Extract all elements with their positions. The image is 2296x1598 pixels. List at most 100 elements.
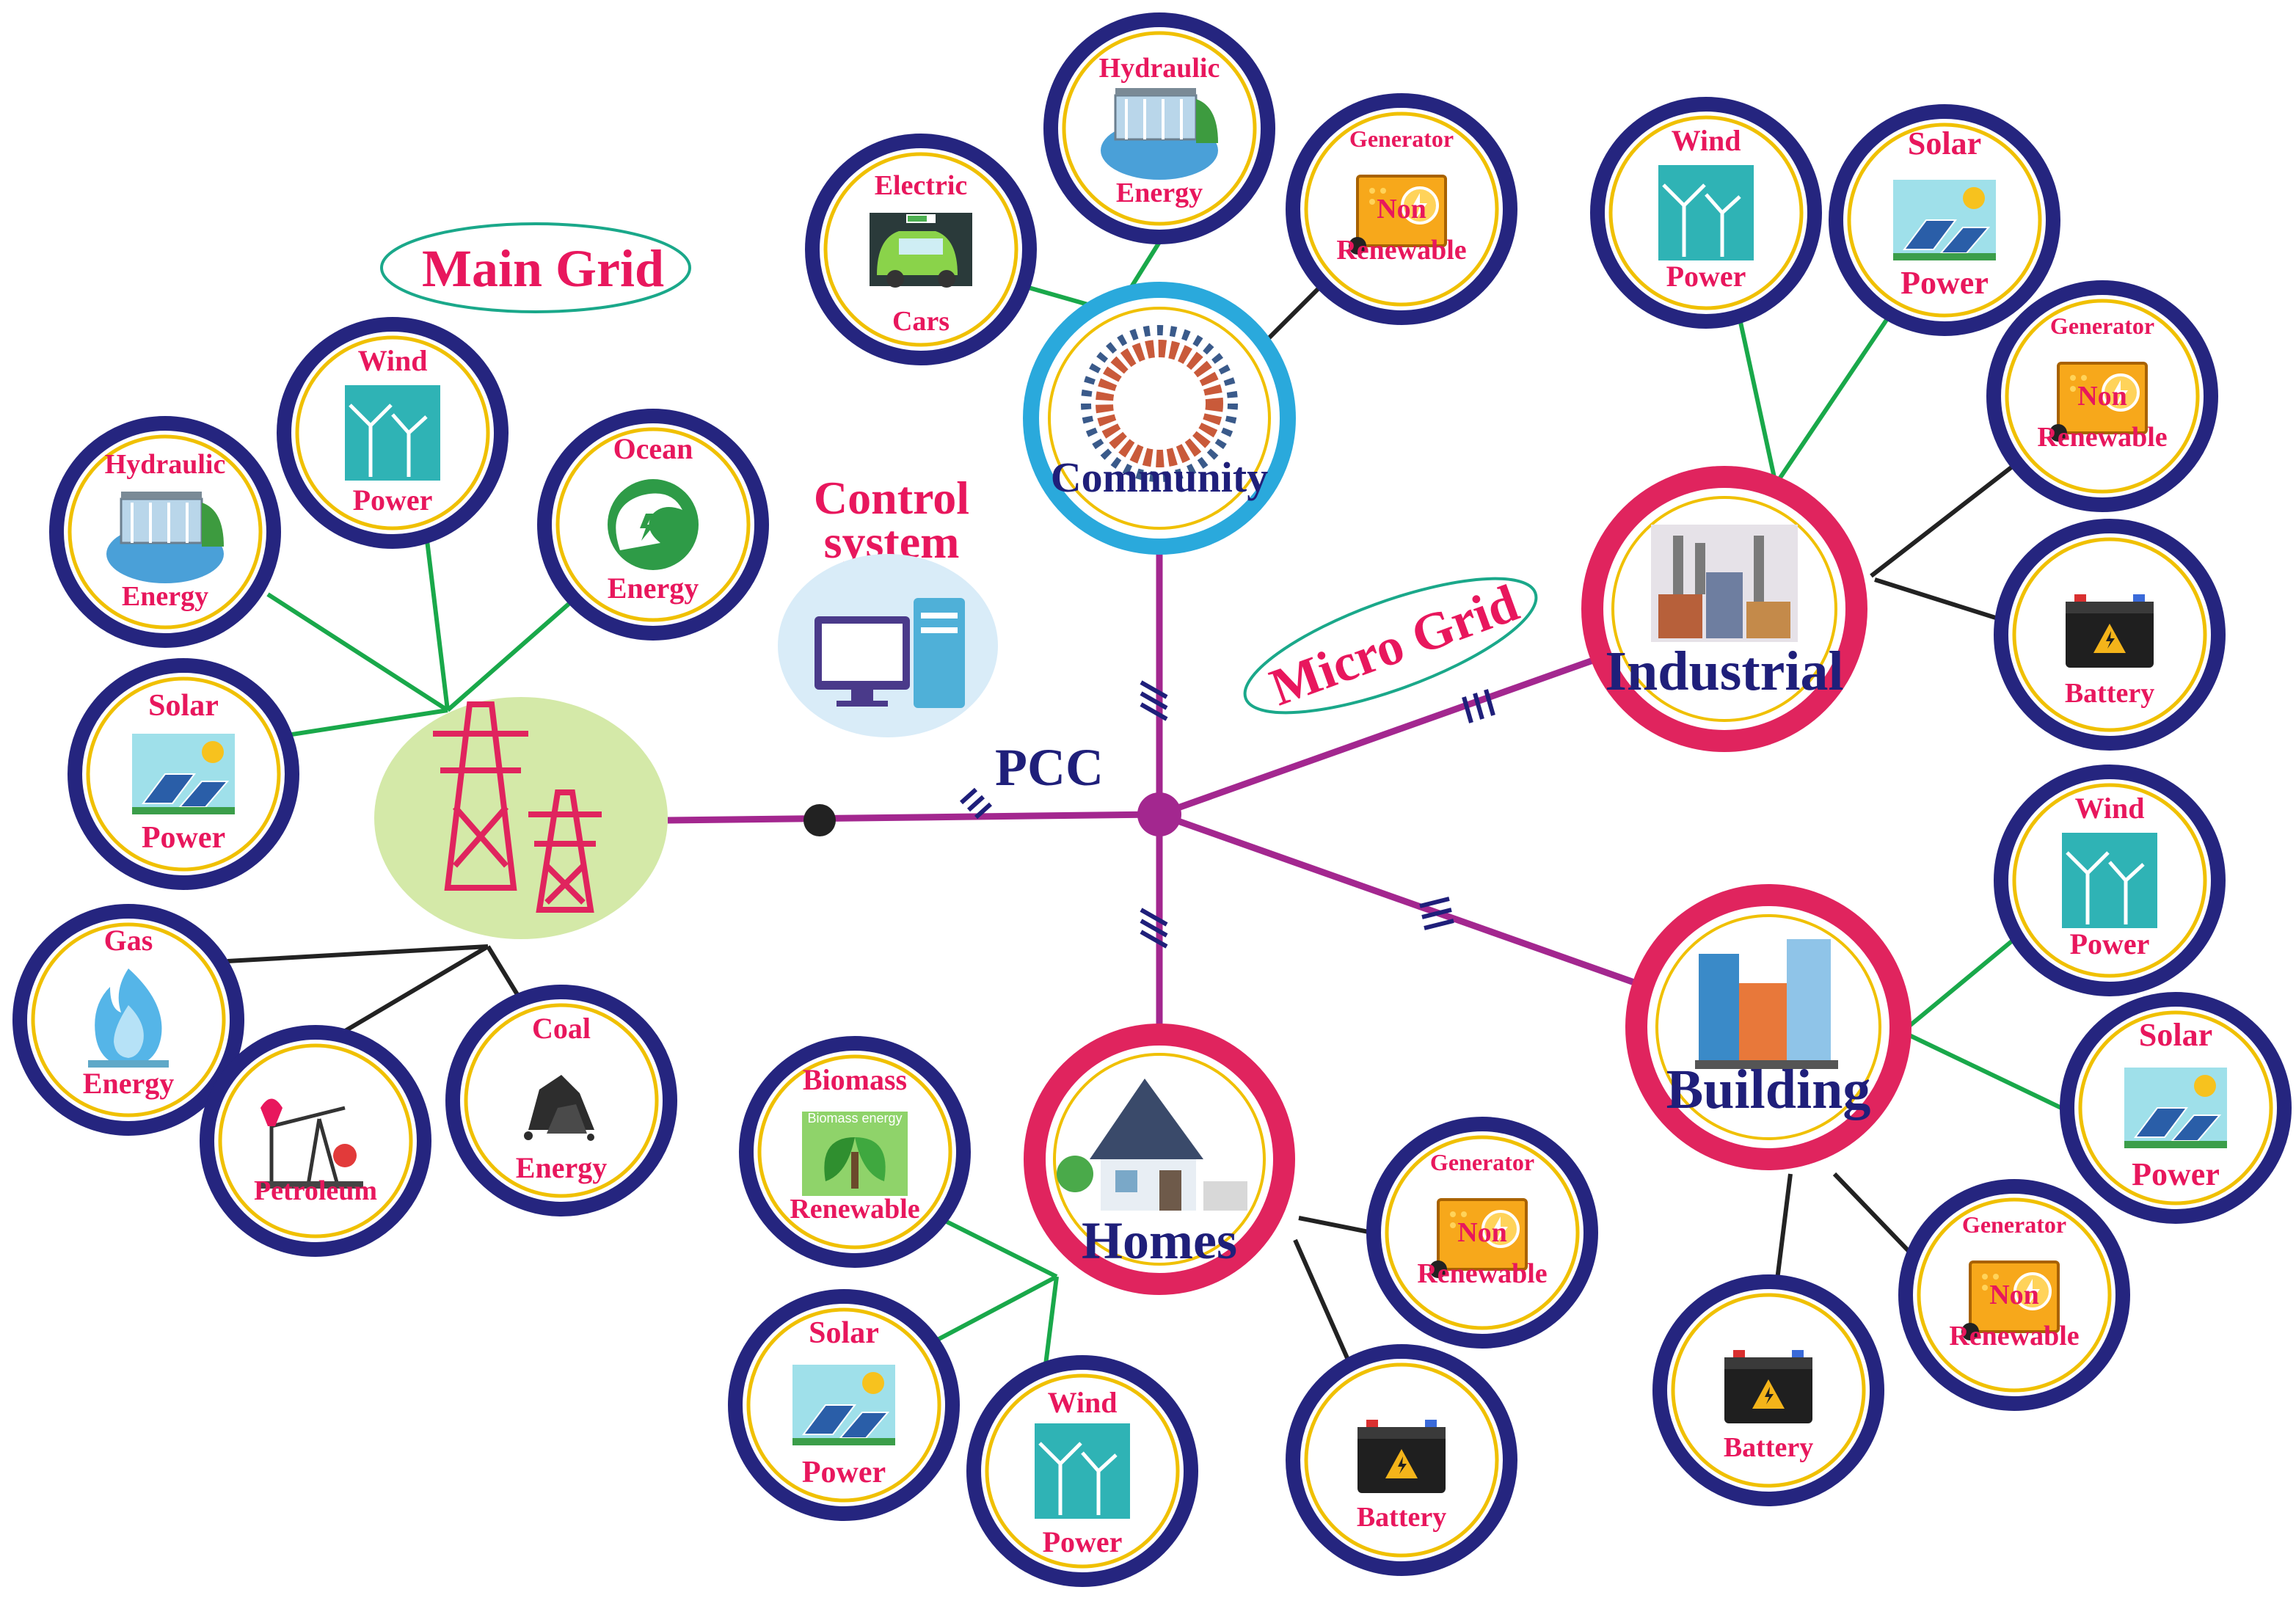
wind-turbine-icon [1658, 165, 1754, 260]
svg-text:Non: Non [1377, 194, 1426, 225]
svg-text:Non: Non [1457, 1217, 1507, 1248]
svg-text:Hydraulic: Hydraulic [105, 449, 226, 480]
homes-hub: Homes [1024, 1024, 1295, 1295]
svg-text:Solar: Solar [1908, 125, 1981, 161]
svg-text:Generator: Generator [2050, 313, 2154, 339]
svg-text:Renewable: Renewable [790, 1194, 919, 1225]
wind-turbine-icon [345, 385, 440, 481]
svg-text:Energy: Energy [1116, 178, 1203, 208]
svg-text:Renewable: Renewable [2037, 422, 2167, 453]
node-ind-battery: Battery [2001, 526, 2218, 743]
node-main-coal: Coal Energy [453, 992, 670, 1209]
svg-text:Control: Control [814, 472, 969, 524]
biomass-image-caption: Biomass energy [807, 1111, 902, 1125]
node-home-wind: Wind Power [974, 1362, 1191, 1580]
connection-lines [227, 241, 2078, 1395]
svg-text:Energy: Energy [122, 581, 208, 612]
svg-text:Hydraulic: Hydraulic [1099, 53, 1220, 84]
node-home-solar: Solar Power [735, 1296, 952, 1514]
svg-text:Cars: Cars [892, 306, 950, 337]
node-ind-generator: Generator Non Renewable [1994, 288, 2211, 505]
node-main-wind: Wind Power [284, 324, 501, 541]
node-main-hydraulic: Hydraulic Energy [57, 423, 274, 641]
node-main-petroleum: Petroleum [207, 1032, 424, 1249]
svg-text:Wind: Wind [1048, 1386, 1118, 1419]
homes-label: Homes [1082, 1211, 1237, 1270]
battery-icon [1724, 1350, 1812, 1423]
node-main-gas: Gas Energy [20, 911, 237, 1128]
svg-text:Wind: Wind [2075, 792, 2145, 825]
node-comm-hydraulic: Hydraulic Energy [1051, 20, 1268, 237]
node-bld-solar: Solar Power [2067, 999, 2284, 1216]
power-tower-icon [433, 701, 602, 913]
battery-icon [2066, 594, 2154, 668]
electric-car-icon [870, 213, 972, 288]
svg-text:Renewable: Renewable [1417, 1258, 1547, 1289]
svg-text:Energy: Energy [83, 1067, 174, 1100]
node-main-solar: Solar Power [75, 665, 292, 883]
svg-text:Power: Power [2132, 1156, 2220, 1192]
svg-text:Power: Power [1043, 1525, 1123, 1558]
computer-icon [778, 554, 998, 737]
svg-text:Generator: Generator [1349, 125, 1454, 152]
node-comm-generator: Generator Non Renewable [1293, 101, 1510, 318]
svg-text:Power: Power [2070, 927, 2150, 960]
svg-text:Renewable: Renewable [1949, 1321, 2079, 1351]
industrial-hub: Industrial [1581, 466, 1867, 752]
house-icon [1057, 1079, 1247, 1211]
svg-text:Non: Non [2077, 381, 2127, 412]
building-label: Building [1666, 1059, 1871, 1120]
node-home-biomass: Biomass energy Biomass Renewable [746, 1043, 963, 1260]
svg-text:Wind: Wind [358, 344, 428, 377]
node-ind-solar: Solar Power [1836, 112, 2053, 329]
svg-text:Solar: Solar [148, 689, 219, 723]
svg-text:Solar: Solar [2139, 1017, 2212, 1053]
svg-text:Biomass: Biomass [803, 1063, 907, 1096]
community-label: Community [1051, 453, 1268, 501]
svg-text:Power: Power [353, 484, 433, 517]
svg-text:Battery: Battery [1357, 1502, 1446, 1533]
people-circle-icon [1081, 325, 1238, 482]
solar-panel-icon [1892, 179, 1997, 261]
main-grid-hub [374, 697, 668, 939]
wind-turbine-icon [2062, 833, 2157, 928]
main-grid-title: Main Grid [380, 222, 691, 313]
solar-panel-icon [792, 1364, 896, 1446]
building-icon [1695, 939, 1838, 1069]
svg-text:Gas: Gas [104, 924, 153, 957]
control-system: Control system [778, 472, 998, 737]
svg-text:Non: Non [1989, 1280, 2039, 1310]
svg-text:Petroleum: Petroleum [254, 1175, 377, 1206]
battery-icon [1357, 1420, 1446, 1493]
node-bld-generator: Generator Non Renewable [1906, 1186, 2123, 1404]
svg-text:Main Grid: Main Grid [422, 239, 664, 298]
node-comm-electric: Electric Cars [812, 141, 1029, 358]
svg-text:Generator: Generator [1430, 1149, 1534, 1175]
svg-text:Wind: Wind [1672, 124, 1741, 157]
dam-icon [105, 490, 225, 585]
svg-text:Power: Power [1666, 260, 1746, 293]
svg-text:Renewable: Renewable [1336, 235, 1466, 266]
node-bld-wind: Wind Power [2001, 772, 2218, 989]
dam-icon [1099, 87, 1220, 181]
node-bld-battery: Battery [1660, 1282, 1877, 1499]
node-ind-wind: Wind Power [1597, 104, 1815, 321]
svg-text:Battery: Battery [2065, 678, 2154, 709]
svg-text:Generator: Generator [1962, 1211, 2066, 1238]
svg-text:Coal: Coal [532, 1012, 591, 1045]
node-home-battery: Battery [1293, 1351, 1510, 1569]
solar-panel-icon [2124, 1067, 2228, 1149]
solar-panel-icon [131, 733, 236, 815]
industrial-label: Industrial [1605, 641, 1843, 702]
node-home-generator: Generator Non Renewable [1374, 1124, 1591, 1341]
pcc-label: PCC [995, 738, 1104, 797]
svg-text:Solar: Solar [809, 1316, 879, 1350]
community-hub: Community [1023, 282, 1296, 555]
building-hub: Building [1625, 884, 1911, 1170]
wave-icon [608, 479, 699, 570]
svg-text:Ocean: Ocean [613, 432, 693, 465]
svg-text:Power: Power [802, 1456, 886, 1489]
node-main-ocean: Ocean Energy [544, 416, 762, 633]
svg-text:Energy: Energy [516, 1151, 607, 1184]
